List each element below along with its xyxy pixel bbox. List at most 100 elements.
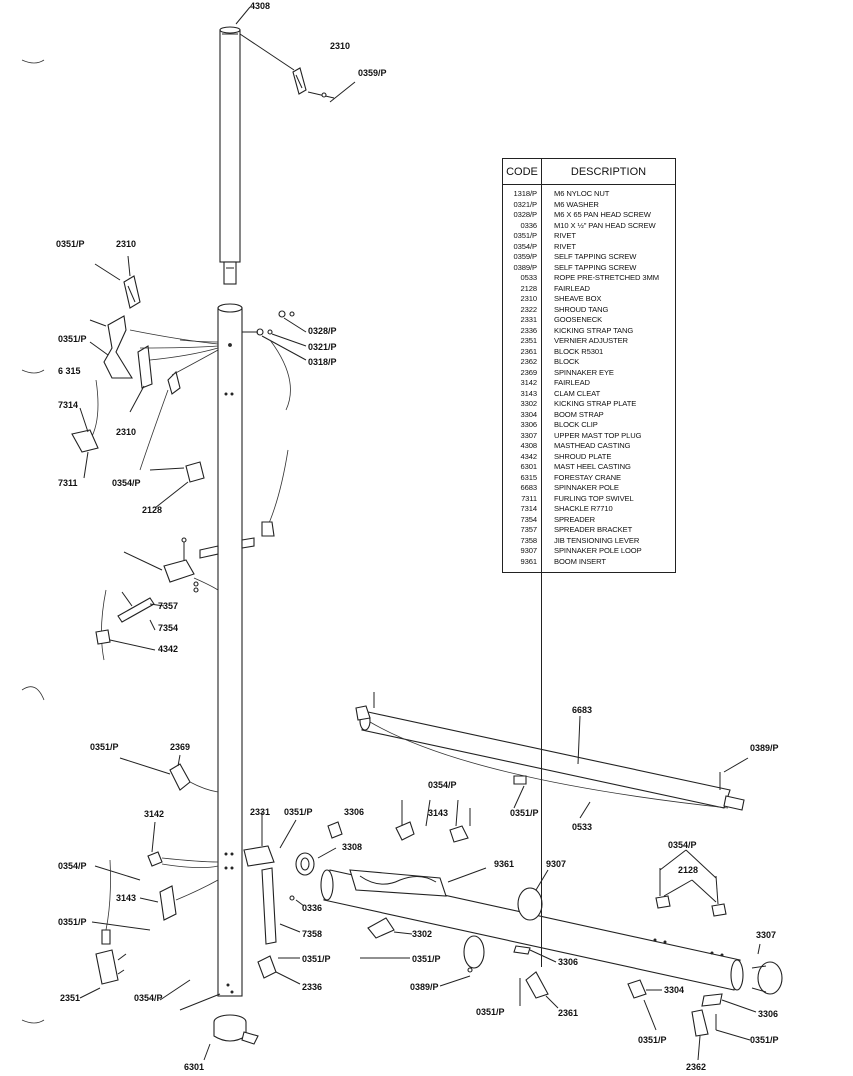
callout-3306-b: 3306: [558, 957, 578, 967]
callout-0389-b: 0389/P: [410, 982, 439, 992]
part-code: 2331: [520, 315, 538, 324]
part-description: M10 X ½" PAN HEAD SCREW: [554, 220, 656, 230]
part-code: 0321/P: [513, 199, 538, 209]
part-description: BLOCK CLIP: [554, 420, 598, 429]
part-description: CLAM CLEAT: [554, 388, 601, 398]
part-description: M6 X 65 PAN HEAD SCREW: [554, 210, 651, 219]
part-code: 0351/P: [513, 231, 538, 240]
part-description: KICKING STRAP PLATE: [554, 399, 637, 408]
part-code: 2362: [520, 357, 538, 366]
part-code: 0328/P: [513, 210, 538, 219]
lower-mast-fittings: [79, 754, 221, 1011]
part-description: GOOSENECK: [554, 315, 603, 324]
part-description: SPINNAKER EYE: [554, 367, 614, 377]
callout-0351-f: 0351/P: [58, 917, 87, 927]
part-code: 0389/P: [513, 262, 538, 272]
callout-0336: 0336: [302, 903, 322, 913]
callout-3143-b: 3143: [116, 893, 136, 903]
parts-table-row: 2331 GOOSENECK: [503, 315, 675, 326]
callout-7354: 7354: [158, 623, 178, 633]
callout-0354-d: 0354/P: [58, 861, 87, 871]
part-description: SPINNAKER POLE: [554, 483, 619, 492]
callout-4308: 4308: [250, 1, 270, 11]
part-description: BLOCK: [554, 357, 580, 366]
part-code: 9361: [520, 556, 538, 566]
callout-0533: 0533: [572, 822, 592, 832]
part-code: 6301: [520, 462, 538, 471]
callout-0351-k: 0351/P: [750, 1035, 779, 1045]
part-code: 3142: [520, 378, 538, 387]
lower-mast: [217, 303, 243, 997]
part-code: 7357: [520, 525, 538, 534]
callout-0351-a: 0351/P: [56, 239, 85, 249]
callout-0351-j: 0351/P: [638, 1035, 667, 1045]
callout-2351: 2351: [60, 993, 80, 1003]
part-description: SPREADER BRACKET: [554, 525, 633, 534]
part-code: 7314: [520, 504, 538, 513]
callout-0351-b: 0351/P: [58, 334, 87, 344]
part-description: MAST HEEL CASTING: [554, 462, 631, 471]
callout-0351-e: 0351/P: [284, 807, 313, 817]
callout-0359: 0359/P: [358, 68, 387, 78]
callout-3306-a: 3306: [344, 807, 364, 817]
part-description: SHACKLE R7710: [554, 504, 613, 513]
callout-3306-c: 3306: [758, 1009, 778, 1019]
callout-0351-g: 0351/P: [302, 954, 331, 964]
part-code: 3304: [520, 409, 538, 419]
part-code: 2369: [520, 367, 538, 377]
part-code: 7311: [521, 493, 537, 503]
part-code: 3306: [520, 420, 538, 429]
callout-0351-i: 0351/P: [476, 1007, 505, 1017]
callout-0354-e: 0354/P: [134, 993, 163, 1003]
part-description: FAIRLEAD: [554, 283, 590, 293]
part-code: 0533: [520, 273, 538, 282]
part-description: KICKING STRAP TANG: [554, 325, 634, 335]
parts-table-row: 0533 ROPE PRE-STRETCHED 3MM: [503, 273, 675, 284]
callout-6301: 6301: [184, 1062, 204, 1072]
callout-3304: 3304: [664, 985, 684, 995]
part-code: 9307: [520, 546, 538, 555]
part-description: VERNIER ADJUSTER: [554, 336, 628, 345]
part-code: 3143: [520, 388, 538, 398]
spreader-cluster: [95, 537, 255, 661]
part-description: SELF TAPPING SCREW: [554, 252, 637, 261]
callout-0351-h: 0351/P: [412, 954, 441, 964]
part-code: 7354: [520, 514, 538, 524]
parts-table-row: 6301 MAST HEEL CASTING: [503, 462, 675, 473]
part-code: 6315: [520, 472, 538, 482]
part-code: 2322: [520, 304, 538, 314]
part-code: 4308: [520, 441, 538, 450]
spinnaker-pole: [355, 692, 749, 819]
callout-0328: 0328/P: [308, 326, 337, 336]
callout-0354-b: 0354/P: [428, 780, 457, 790]
part-description: SELF TAPPING SCREW: [554, 262, 637, 272]
part-description: BLOCK R5301: [554, 346, 604, 356]
callout-2331: 2331: [250, 807, 270, 817]
callout-7358: 7358: [302, 929, 322, 939]
part-description: FURLING TOP SWIVEL: [554, 493, 634, 503]
callout-labels: 4308 2310 0359/P 0351/P 2310 0351/P 6 31…: [56, 1, 779, 1072]
right-top-screws: [242, 310, 307, 411]
parts-table-row: 7357 SPREADER BRACKET: [503, 525, 675, 536]
callout-2310-c: 2310: [116, 427, 136, 437]
part-description: ROPE PRE-STRETCHED 3MM: [554, 273, 659, 282]
callout-2362: 2362: [686, 1062, 706, 1072]
callout-6315: 6 315: [58, 366, 81, 376]
callout-2369: 2369: [170, 742, 190, 752]
